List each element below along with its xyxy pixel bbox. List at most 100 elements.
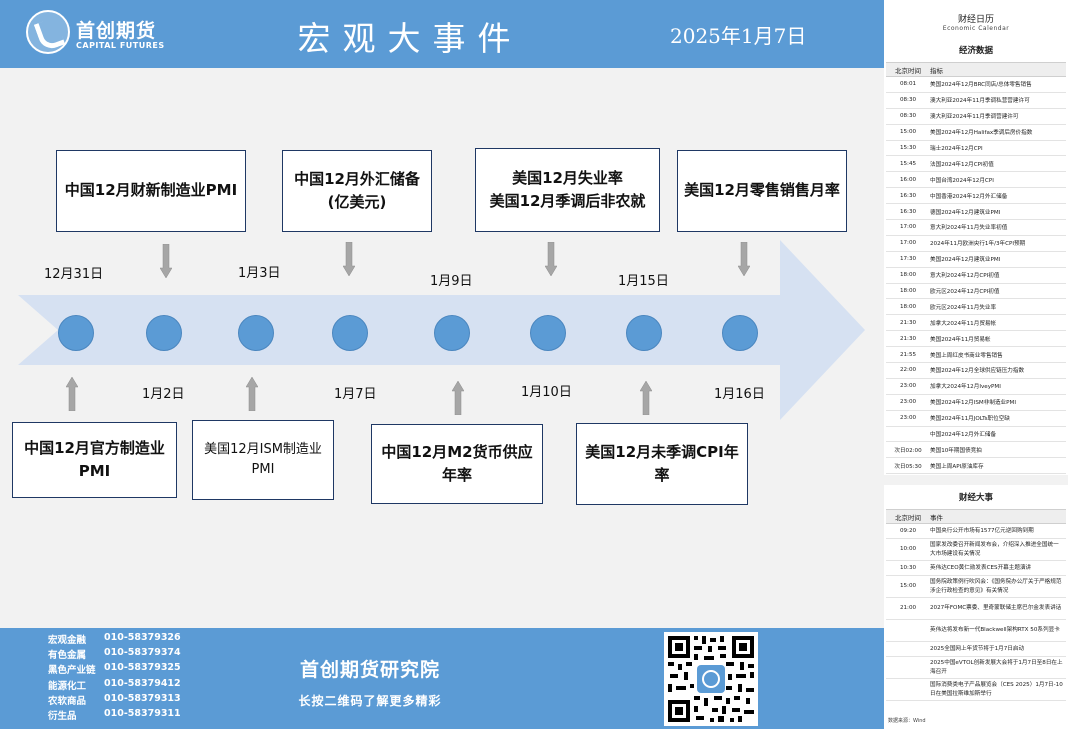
row-time: 16:30 — [899, 208, 917, 215]
contact-phone: 010-58379311 — [104, 707, 181, 719]
logo-icon — [26, 10, 70, 54]
event-box-top-3: 美国12月失业率 美国12月季调后非农就 — [475, 148, 660, 232]
arrow-down-icon — [343, 242, 355, 276]
date-label-bottom-1: 1月2日 — [142, 387, 185, 402]
contact-row: 衍生品 010-58379311 — [48, 708, 181, 723]
row-text: 美国2024年12月建筑业PMI — [930, 257, 1001, 264]
row-time: 23:00 — [899, 415, 917, 422]
row-time: 15:45 — [899, 160, 917, 167]
contact-label: 宏观金融 — [48, 635, 87, 646]
row-text: 2024年11月欧洲央行1年/3年CPI预期 — [930, 241, 1026, 248]
row-time: 08:01 — [899, 81, 917, 88]
date-label-top-2: 1月3日 — [238, 266, 281, 281]
row-text: 美国上周红皮书商业零售销售 — [930, 352, 1003, 359]
timeline-dot — [238, 315, 274, 351]
table-row: 次日05:30 美国上周API原油库存 — [886, 458, 1066, 475]
arrow-down-icon — [738, 242, 750, 276]
table-row: 08:30 澳大利亚2024年11月季调私营营建许可 — [886, 93, 1066, 109]
section-divider — [884, 475, 1068, 485]
row-time: 次日05:30 — [894, 463, 922, 470]
infographic-panel: 首创期货 CAPITAL FUTURES 宏观大事件 2025年1月7日 中国1… — [0, 0, 884, 729]
table-row: 英伟达将发布新一代Blackwell架构RTX 50系列显卡 — [886, 620, 1066, 642]
contact-phone: 010-58379313 — [104, 692, 181, 704]
contact-label: 衍生品 — [48, 710, 77, 722]
contact-label: 有色金属 — [48, 650, 87, 662]
row-text: 英伟达将发布新一代Blackwell架构RTX 50系列显卡 — [930, 627, 1060, 634]
row-text: 意大利2024年11月失业率初值 — [930, 225, 1008, 232]
row-text: 欧元区2024年11月失业率 — [930, 304, 997, 311]
data-source: 数据来源：Wind — [888, 718, 926, 724]
row-text: 国际消费类电子产品展览会（CES 2025）1月7日-10日在美国拉斯维加斯举行 — [930, 682, 1063, 697]
row-time: 21:30 — [899, 319, 917, 326]
timeline-dot — [722, 315, 758, 351]
event-text: 美国12月未季调CPI年率 — [585, 442, 739, 484]
row-time: 23:00 — [899, 383, 917, 390]
row-text: 中国香港2024年12月外汇储备 — [930, 193, 1008, 200]
column-header-time: 北京时间 — [895, 513, 921, 522]
logo-text-cn: 首创期货 — [76, 20, 157, 42]
table-row: 16:30 中国香港2024年12月外汇储备 — [886, 188, 1066, 205]
column-header-time: 北京时间 — [895, 66, 921, 75]
date-label-top-4: 1月15日 — [618, 274, 669, 289]
row-time: 21:55 — [899, 351, 917, 358]
row-text: 加拿大2024年11月贸易帐 — [930, 320, 997, 327]
row-time: 15:00 — [899, 583, 917, 590]
row-time: 16:30 — [899, 192, 917, 199]
timeline-dot — [626, 315, 662, 351]
row-text: 澳大利亚2024年11月季调营建许可 — [930, 114, 1019, 121]
logo-text-en: CAPITAL FUTURES — [76, 41, 165, 50]
qr-slogan: 长按二维码了解更多精彩 — [298, 694, 442, 708]
event-text: 美国12月零售销售月率 — [684, 181, 840, 200]
row-time: 18:00 — [899, 272, 917, 279]
contact-label: 能源化工 — [48, 680, 87, 692]
row-text: 澳大利亚2024年11月季调私营营建许可 — [930, 98, 1030, 105]
row-text: 中国2024年12月外汇储备 — [930, 432, 997, 439]
date-label-bottom-2: 1月7日 — [334, 387, 377, 402]
row-text: 美国上周API原油库存 — [930, 463, 984, 470]
row-time: 10:00 — [899, 546, 917, 553]
header-bar: 首创期货 CAPITAL FUTURES 宏观大事件 2025年1月7日 — [0, 0, 884, 68]
column-header-indicator: 指标 — [930, 66, 943, 75]
row-text: 国务院政策例行吹风会：《国务院办公厅关于严格规范涉企行政检查的意见》有关情况 — [930, 579, 1062, 594]
arrow-down-icon — [545, 242, 557, 276]
row-text: 美国2024年12月Halifax季调后房价指数 — [930, 130, 1033, 137]
row-time: 18:00 — [899, 303, 917, 310]
row-time: 23:00 — [899, 399, 917, 406]
institute-name: 首创期货研究院 — [299, 659, 440, 681]
company-logo: 首创期货 CAPITAL FUTURES — [26, 10, 166, 56]
row-time: 08:30 — [899, 97, 917, 104]
timeline-dot — [434, 315, 470, 351]
event-text: 中国12月财新制造业PMI — [64, 181, 238, 200]
arrow-up-icon — [452, 381, 464, 415]
row-text: 英伟达CEO黄仁勋发表CES开幕主题演讲 — [930, 564, 1032, 571]
qr-code-icon[interactable] — [664, 632, 758, 726]
row-text: 瑞士2024年12月CPI — [930, 146, 983, 152]
date-label-bottom-3: 1月10日 — [521, 385, 572, 400]
calendar-subtitle: Economic Calendar — [942, 25, 1010, 32]
row-time: 21:30 — [899, 335, 917, 342]
timeline-dot — [58, 315, 94, 351]
row-time: 09:20 — [899, 527, 917, 534]
calendar-title: 财经日历 — [957, 15, 994, 25]
row-text: 意大利2024年12月CPI初值 — [930, 273, 1000, 280]
econ-data-heading: 经济数据 — [958, 46, 993, 56]
contact-phone: 010-58379412 — [104, 677, 181, 689]
